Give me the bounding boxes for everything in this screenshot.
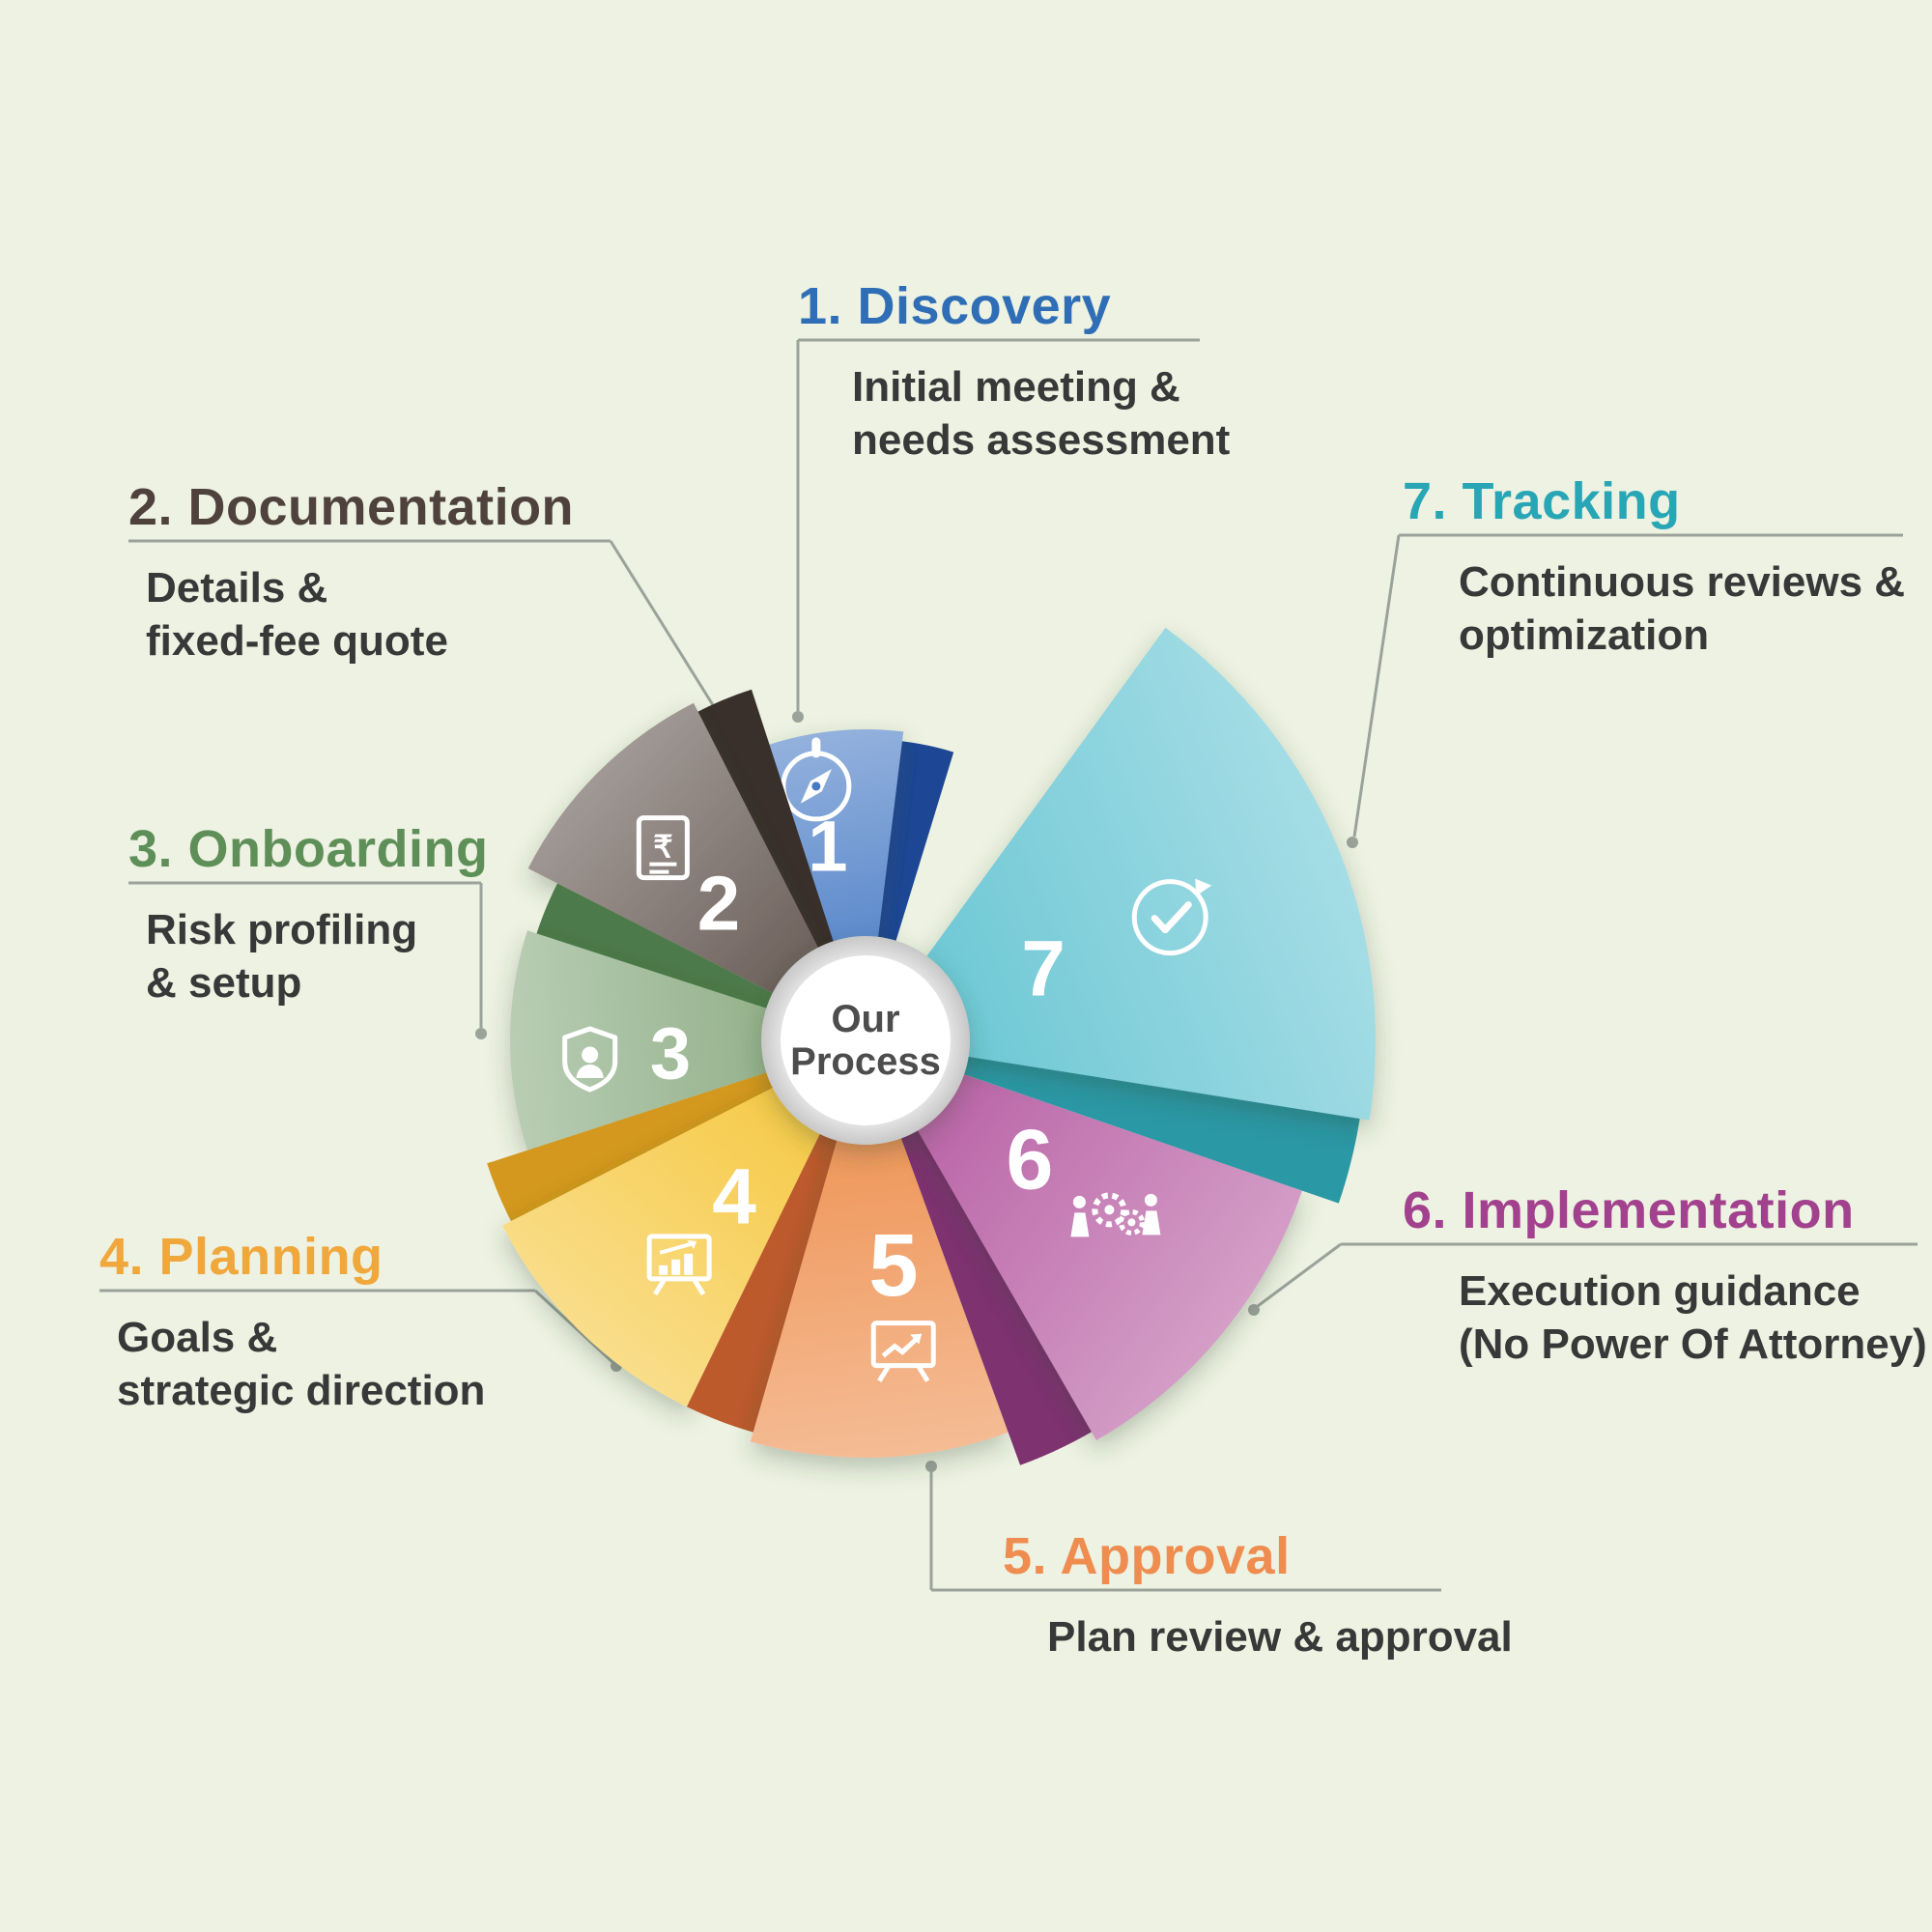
- connector-step-4-lead: [533, 1289, 614, 1364]
- petal-body: [866, 1040, 1302, 1440]
- petal-step-4: 4: [487, 1040, 866, 1407]
- step-5-description: Plan review & approval: [1047, 1613, 1513, 1661]
- petal-number-3: 3: [650, 1013, 691, 1095]
- step-1-heading: 1. Discovery: [798, 277, 1112, 335]
- step-2-description: Details & fixed-fee quote: [146, 564, 448, 665]
- step-4-description: Goals & strategic direction: [117, 1314, 486, 1414]
- petal-number-1: 1: [808, 807, 847, 887]
- connector-step-6-lead: [1257, 1242, 1342, 1308]
- step-6-heading: 6. Implementation: [1403, 1181, 1855, 1239]
- petal-body: [866, 627, 1377, 1121]
- petal-number-6: 6: [1007, 1112, 1054, 1208]
- step-4-label: 4. Planning Goals & strategic direction: [99, 1227, 485, 1417]
- step-6-label: 6. Implementation Execution guidance (No…: [1403, 1180, 1927, 1371]
- connector-step-3-dot: [475, 1028, 487, 1039]
- step-1-label: 1. Discovery Initial meeting & needs ass…: [798, 276, 1230, 467]
- step-7-label: 7. Tracking Continuous reviews & optimiz…: [1403, 471, 1905, 662]
- step-7-description: Continuous reviews & optimization: [1459, 558, 1906, 659]
- petal-body: [750, 1040, 1009, 1459]
- continuous-review-icon: [1131, 878, 1212, 956]
- growth-chart-icon: [646, 1234, 712, 1296]
- connector-step-5-dot: [925, 1461, 937, 1472]
- connector-step-7-lead: [1352, 534, 1401, 838]
- petal-body: [527, 702, 866, 1040]
- petal-number-5: 5: [868, 1216, 918, 1315]
- hub-inner: [781, 955, 951, 1125]
- step-5-label: 5. Approval Plan review & approval: [1003, 1526, 1513, 1664]
- svg-text:₹: ₹: [653, 830, 672, 865]
- step-2-label: 2. Documentation Details & fixed-fee quo…: [128, 477, 574, 668]
- hub-title-line2: Process: [790, 1040, 941, 1083]
- rupee-invoice-icon: ₹: [636, 815, 690, 881]
- petal-step-6: 6: [866, 1040, 1302, 1465]
- connector-step-1-dot: [792, 711, 804, 723]
- step-3-heading: 3. Onboarding: [128, 820, 489, 878]
- step-7-heading: 7. Tracking: [1403, 472, 1681, 530]
- petal-body: [509, 930, 866, 1151]
- center-hub: Our Process: [761, 936, 970, 1145]
- petal-number-4: 4: [712, 1153, 756, 1241]
- step-3-label: 3. Onboarding Risk profiling & setup: [128, 819, 489, 1009]
- connector-step-7-dot: [1347, 837, 1358, 848]
- step-1-description: Initial meeting & needs assessment: [852, 363, 1231, 464]
- step-6-description: Execution guidance (No Power Of Attorney…: [1459, 1267, 1927, 1368]
- compass-icon: [781, 737, 852, 822]
- petal-number-7: 7: [1021, 925, 1065, 1013]
- shield-user-icon: [562, 1026, 618, 1093]
- petal-body: [502, 1040, 866, 1407]
- plan-review-icon: [870, 1321, 936, 1382]
- step-4-heading: 4. Planning: [99, 1228, 384, 1286]
- execution-gears-icon: [1070, 1192, 1161, 1237]
- petal-step-5: 5: [687, 1040, 1009, 1459]
- step-5-heading: 5. Approval: [1003, 1527, 1291, 1585]
- petal-fold: [687, 1040, 866, 1438]
- petal-number-2: 2: [697, 861, 741, 947]
- petal-layer: 1 ₹234 56 7: [487, 627, 1377, 1465]
- step-3-description: Risk profiling & setup: [146, 906, 418, 1007]
- step-2-heading: 2. Documentation: [128, 478, 575, 536]
- connector-step-6-dot: [1248, 1304, 1260, 1316]
- petal-step-7: 7: [866, 627, 1377, 1204]
- hub-title-line1: Our: [831, 998, 899, 1040]
